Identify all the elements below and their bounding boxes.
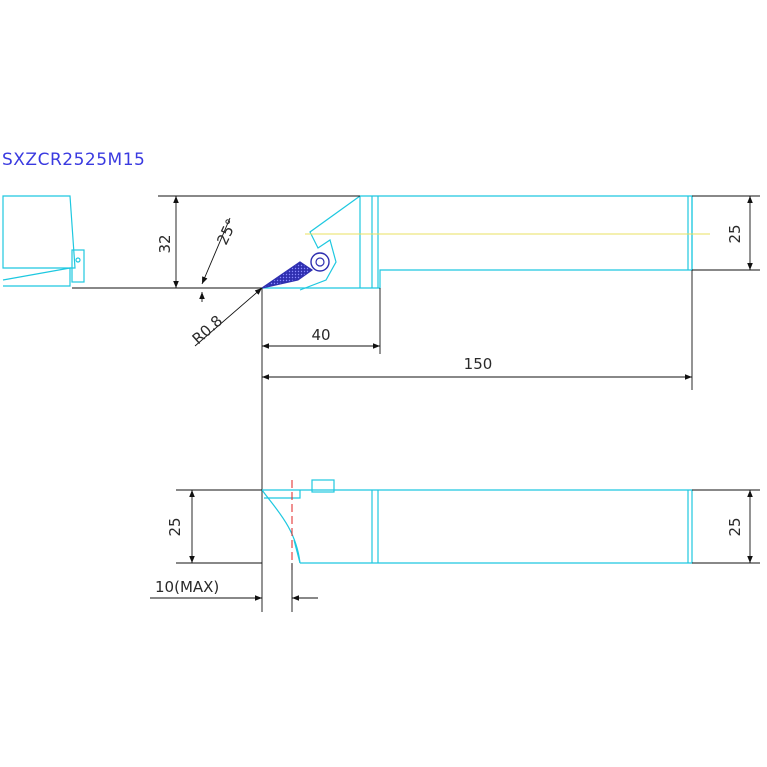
dim-length-40: 40 [262,288,381,354]
dim-height-32: 32 [156,195,360,288]
dim-40-label: 40 [311,326,330,344]
dim-shank-bottom-label: 25 [726,517,744,536]
tool-holder-bottom [261,479,693,564]
dim-angle-25: 25° [190,216,262,302]
angle-label: 25° [213,216,241,248]
dim-shank-top-25: 25 [692,195,760,271]
dim-max-10: 10(MAX) [150,563,318,612]
radius-label: R0.8 [189,312,227,348]
insert-top [261,252,330,289]
drawing-title: SXZCR2525M15 [2,150,146,170]
dim-length-150: 150 [262,270,693,390]
dim-front-label: 25 [166,517,184,536]
dim-shank-top-label: 25 [726,224,744,243]
dim-front-25: 25 [166,489,262,564]
dim-shank-bottom-25: 25 [692,489,760,564]
dim-32-label: 32 [156,234,174,253]
tool-holder-top [262,195,710,291]
dim-radius: R0.8 [189,287,263,348]
dim-max-label: 10(MAX) [155,578,219,596]
workpiece-view [2,195,262,289]
dim-150-label: 150 [464,355,493,373]
